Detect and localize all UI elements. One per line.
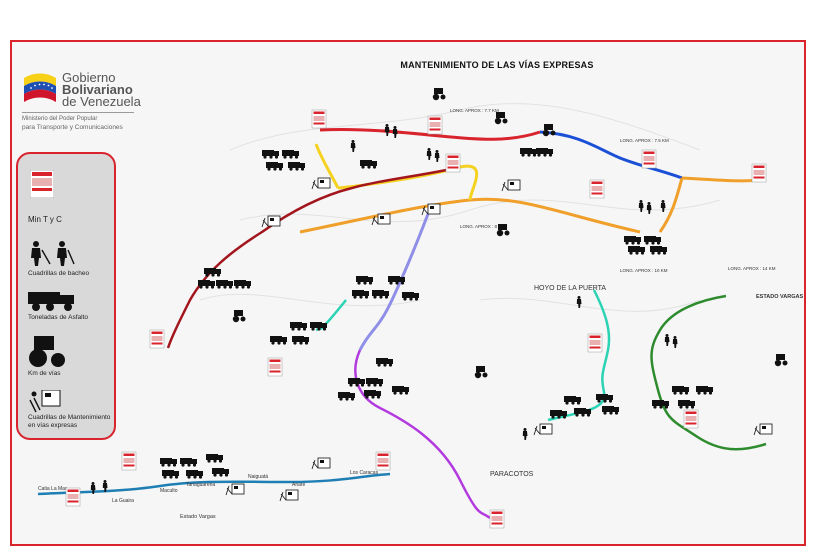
logo-rule [22,112,134,113]
legend-label-mantenimiento: Cuadrillas de Mantenimiento en vías expr… [28,414,111,429]
legend-label-km: Km de vías [28,370,61,377]
roller-markers [232,88,788,379]
logo: Gobierno Bolivariano de Venezuela Minist… [22,68,212,138]
legend-title: Min T y C [28,215,62,224]
route-cyan-coast [37,472,391,496]
place-maculto: Maculto [160,488,178,494]
road-roller-icon [29,336,65,367]
logo-line-2: Bolivariano [62,82,133,97]
logo-line-3: de Venezuela [62,94,141,109]
svg-text:LONG. APROX : 10 KM: LONG. APROX : 10 KM [620,268,668,273]
svg-text:LONG. APROX : 14 KM: LONG. APROX : 14 KM [728,266,776,271]
place-la-guaira: La Guaira [112,498,134,504]
dump-truck-icon [28,292,74,311]
svg-text:LONG. APROX : 7.5 KM: LONG. APROX : 7.5 KM [620,138,669,143]
ministry-line-2: para Transporte y Comunicaciones [22,124,123,131]
legend-panel: Min T y C Cuadrillas de bacheo Toneladas… [16,152,116,440]
worker-markers [90,124,678,494]
route-green-vargas [650,294,767,451]
route-periwinkle [358,213,430,351]
place-paracotos: PARACOTOS [490,471,534,478]
route-orange [299,176,761,234]
place-naiguata: Naiguatá [248,474,268,480]
place-los-caracas: Los Caracas [350,470,379,476]
place-catia: Catia La Mar [38,486,67,492]
place-hoyo: HOYO DE LA PUERTA [534,285,606,292]
route-purple [354,349,491,520]
svg-text:LONG. APROX : 8 KM: LONG. APROX : 8 KM [460,224,505,229]
map-title: MANTENIMIENTO DE LAS VÍAS EXPRESAS [400,60,594,70]
route-dark-red [166,166,457,349]
maintenance-sign-icon [29,390,61,413]
ministry-line-1: Ministerio del Poder Popular [22,116,98,122]
legend-label-bacheo: Cuadrillas de bacheo [28,270,90,277]
svg-text:LONG. APROX : 7.7 KM: LONG. APROX : 7.7 KM [450,108,499,113]
place-anare: Anare [292,482,306,488]
route-blue [539,130,683,180]
legend-label-asfalto: Toneladas de Asfalto [28,314,88,321]
place-estado-vargas-bottom: Estado Vargas [180,514,216,520]
route-red [319,127,541,141]
place-estado-vargas: ESTADO VARGAS [756,294,803,300]
place-tanaguarena: Tanaguarena [186,482,215,488]
venezuela-flag-icon [24,73,56,102]
workers-icon [31,241,75,266]
sign-board-icon [30,170,54,198]
logo-line-1: Gobierno [62,70,116,85]
